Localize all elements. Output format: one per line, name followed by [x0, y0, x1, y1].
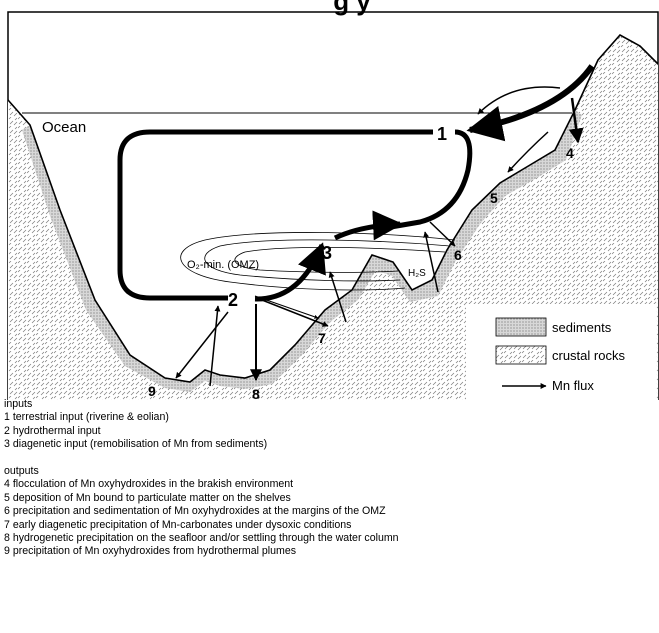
outputs-heading: outputs [4, 465, 39, 478]
omz-label: O₂-min. (OMZ) [187, 259, 259, 271]
mn-cycle-diagram: g y Ocean O₂-min. (OMZ) H₂S [7, 0, 659, 400]
title-fragment: g y [333, 0, 371, 16]
inputs-item: 1 terrestrial input (riverine & eolian) [4, 411, 169, 424]
label-8: 8 [252, 386, 260, 400]
circulation-loop [117, 129, 433, 301]
label-5: 5 [490, 190, 498, 206]
outputs-item: 7 early diagenetic precipitation of Mn-c… [4, 518, 352, 531]
legend-flux-label: Mn flux [552, 378, 594, 393]
mn-flux-arrows [175, 64, 595, 387]
outputs-item: 4 flocculation of Mn oxyhydroxides in th… [4, 478, 294, 491]
h2s-label: H₂S [408, 268, 426, 279]
legend-sediments-swatch [495, 317, 547, 337]
legend-crustal-swatch [495, 345, 547, 365]
outputs-item: 6 precipitation and sedimentation of Mn … [4, 505, 386, 518]
label-3: 3 [322, 243, 332, 263]
label-9: 9 [148, 383, 156, 399]
cycle-number-labels: 1 2 3 4 5 6 7 8 9 [148, 124, 574, 400]
spacer [4, 452, 654, 465]
label-4: 4 [566, 145, 574, 161]
outputs-item: 9 precipitation of Mn oxyhydroxides from… [4, 545, 297, 558]
ocean-label: Ocean [42, 119, 86, 136]
label-7: 7 [318, 330, 326, 346]
inputs-item: 2 hydrothermal input [4, 424, 101, 437]
outputs-item: 8 hydrogenetic precipitation on the seaf… [4, 532, 399, 545]
caption-notes: inputs 1 terrestrial input (riverine & e… [4, 398, 654, 559]
inputs-item: 3 diagenetic input (remobilisation of Mn… [4, 438, 268, 451]
omz-contours [180, 232, 456, 291]
legend-sediments-label: sediments [552, 320, 612, 335]
legend-crustal-label: crustal rocks [552, 348, 625, 363]
inputs-heading: inputs [4, 398, 33, 410]
outputs-item: 5 deposition of Mn bound to particulate … [4, 491, 291, 504]
legend: sediments crustal rocks Mn flux [466, 304, 656, 400]
label-1: 1 [437, 124, 447, 144]
loop-right-arm [384, 129, 473, 231]
label-2: 2 [228, 290, 238, 310]
label-6: 6 [454, 247, 462, 263]
